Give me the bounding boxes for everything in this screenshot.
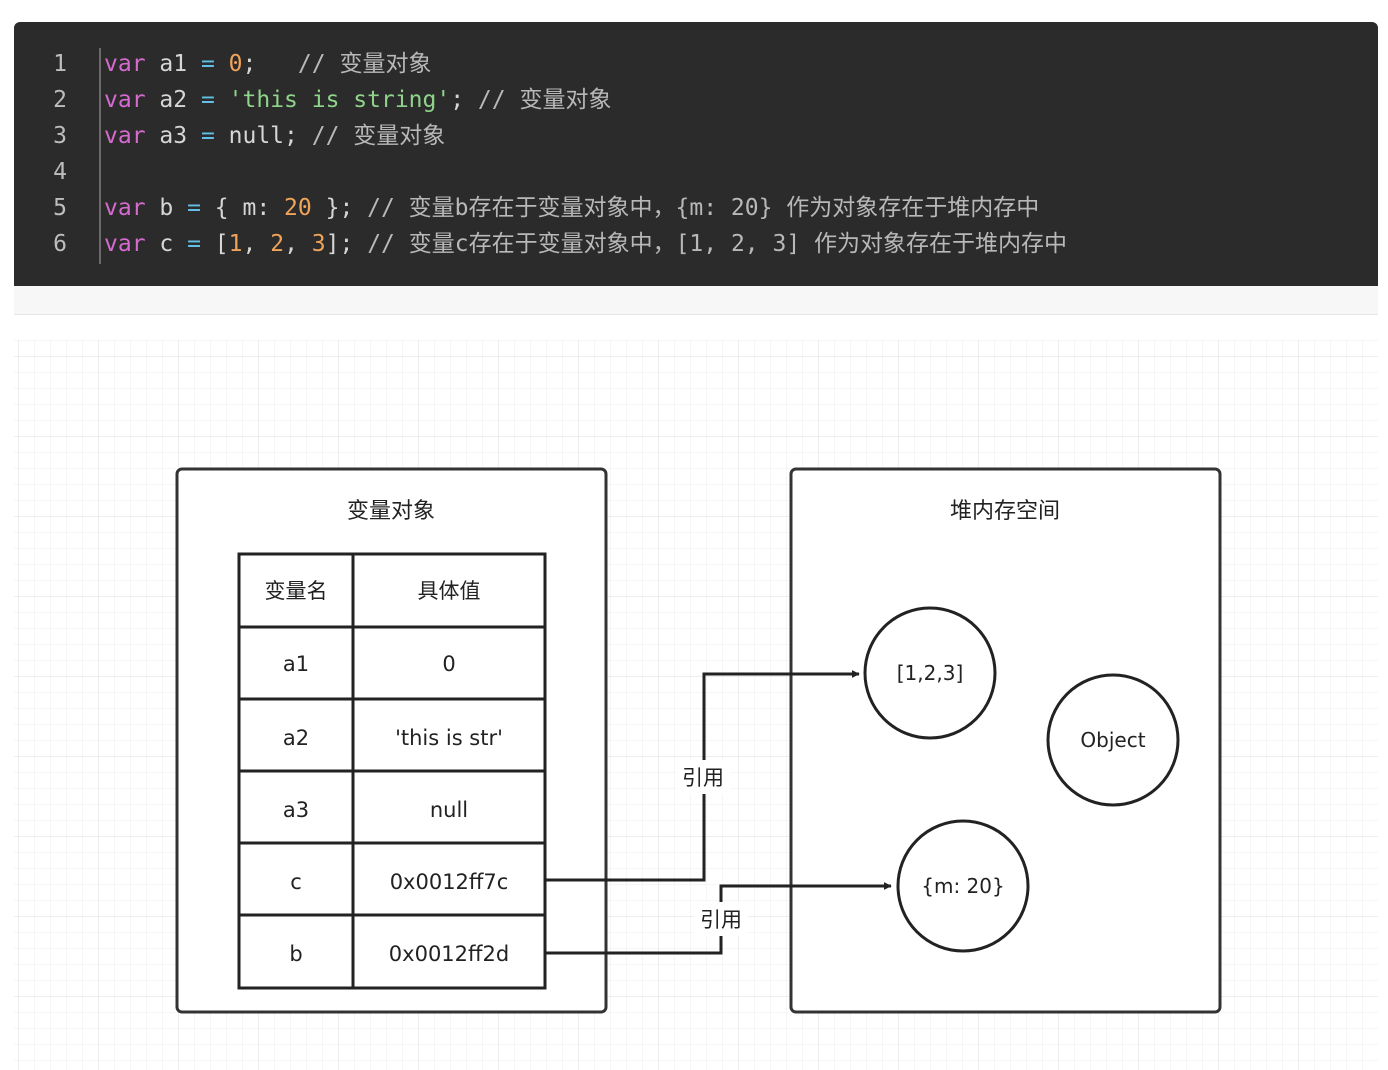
code-token: null;: [214, 123, 312, 149]
code-token: var: [104, 51, 146, 77]
code-token: 3: [311, 231, 326, 257]
code-token: 20: [284, 195, 312, 221]
heap-object-m20-label: {m: 20}: [921, 874, 1004, 898]
table-row-b-value: 0x0012ff2d: [389, 942, 509, 966]
code-token: =: [200, 87, 215, 113]
heap-object-m20: [896, 819, 1030, 953]
code-line: 6 var c = [1, 2, 3]; // 变量c存在于变量对象中，[1, 2…: [14, 226, 1378, 262]
code-source: var b = { m: 20 }; // 变量b存在于变量对象中，{m: 20…: [104, 190, 1039, 226]
code-token: var: [104, 123, 146, 149]
code-token: 0: [228, 51, 243, 77]
heap-object-array: [863, 606, 997, 740]
code-token: ];: [325, 231, 368, 257]
table-header-value: 具体值: [418, 579, 481, 603]
code-token: [215, 51, 229, 77]
code-token: // 变量对象: [297, 51, 432, 77]
code-line: 5 var b = { m: 20 }; // 变量b存在于变量对象中，{m: 2…: [14, 190, 1378, 226]
code-token: ;: [450, 87, 478, 113]
reference-label-b: 引用: [700, 908, 742, 932]
code-token: 2: [270, 231, 285, 257]
code-token: { m:: [200, 195, 285, 221]
code-token: b: [145, 195, 188, 221]
memory-diagram-svg: 变量对象 变量名 具体值 a1 0 a2 'this is str' a3 nu…: [14, 340, 1378, 1070]
code-token: // 变量c存在于变量对象中，[1, 2, 3] 作为对象存在于堆内存中: [367, 231, 1068, 257]
code-token: // 变量对象: [477, 87, 612, 113]
line-number: 3: [53, 123, 67, 149]
table-header-name: 变量名: [265, 579, 328, 603]
table-row-a2-value: 'this is str': [395, 726, 503, 750]
code-token: a2: [145, 87, 201, 113]
table-row-c-name: c: [290, 870, 302, 894]
heap-object-object-label: Object: [1080, 728, 1145, 752]
code-token: =: [200, 123, 215, 149]
gutter-divider: [99, 48, 101, 264]
table-row-a2-name: a2: [283, 726, 309, 750]
code-token: var: [104, 87, 146, 113]
code-token: ;: [242, 51, 298, 77]
code-token: [: [200, 231, 229, 257]
code-token: c: [145, 231, 188, 257]
code-source: var c = [1, 2, 3]; // 变量c存在于变量对象中，[1, 2,…: [104, 226, 1067, 262]
line-number: 6: [53, 231, 67, 257]
code-token: [215, 87, 229, 113]
reference-label-b-bg: [694, 902, 748, 936]
code-source: var a3 = null; // 变量对象: [104, 118, 445, 154]
code-line: 4: [14, 154, 1378, 190]
code-token: // 变量b存在于变量对象中，{m: 20} 作为对象存在于堆内存中: [367, 195, 1040, 221]
variable-object-title: 变量对象: [347, 499, 435, 524]
memory-diagram: 变量对象 变量名 具体值 a1 0 a2 'this is str' a3 nu…: [14, 340, 1378, 1070]
code-block-footer: [14, 286, 1378, 315]
table-row-a3-name: a3: [283, 798, 309, 822]
line-number: 2: [53, 87, 67, 113]
code-token: // 变量对象: [311, 123, 446, 149]
code-line: 3 var a3 = null; // 变量对象: [14, 118, 1378, 154]
code-token: =: [187, 195, 201, 221]
code-token: =: [187, 231, 201, 257]
code-token: 1: [228, 231, 243, 257]
reference-label-c-bg: [676, 760, 730, 794]
code-token: var: [104, 231, 146, 257]
code-token: =: [200, 51, 215, 77]
code-source: var a1 = 0; // 变量对象: [104, 46, 431, 82]
code-source: var a2 = 'this is string'; // 变量对象: [104, 82, 611, 118]
code-line: 2 var a2 = 'this is string'; // 变量对象: [14, 82, 1378, 118]
code-token: var: [104, 195, 146, 221]
reference-label-c: 引用: [682, 766, 724, 790]
heap-title: 堆内存空间: [950, 499, 1060, 524]
code-block: 1 var a1 = 0; // 变量对象 2 var a2 = 'this is s…: [14, 22, 1378, 286]
code-token: 'this is string': [228, 87, 451, 113]
code-token: ,: [284, 231, 312, 257]
code-token: a3: [145, 123, 201, 149]
code-token: ,: [242, 231, 271, 257]
code-token: };: [311, 195, 368, 221]
line-number: 5: [53, 195, 67, 221]
code-line: 1 var a1 = 0; // 变量对象: [14, 46, 1378, 82]
heap-object-array-label: [1,2,3]: [897, 661, 964, 685]
table-row-a3-value: null: [430, 798, 468, 822]
heap-object-object: [1046, 673, 1180, 807]
line-number: 4: [53, 159, 67, 185]
table-row-c-value: 0x0012ff7c: [390, 870, 509, 894]
variable-table: 变量名 具体值 a1 0 a2 'this is str' a3 null c …: [237, 552, 547, 990]
code-token: a1: [145, 51, 201, 77]
line-number: 1: [53, 51, 67, 77]
table-row-b-name: b: [289, 942, 302, 966]
table-row-a1-value: 0: [442, 652, 455, 676]
table-row-a1-name: a1: [283, 652, 309, 676]
